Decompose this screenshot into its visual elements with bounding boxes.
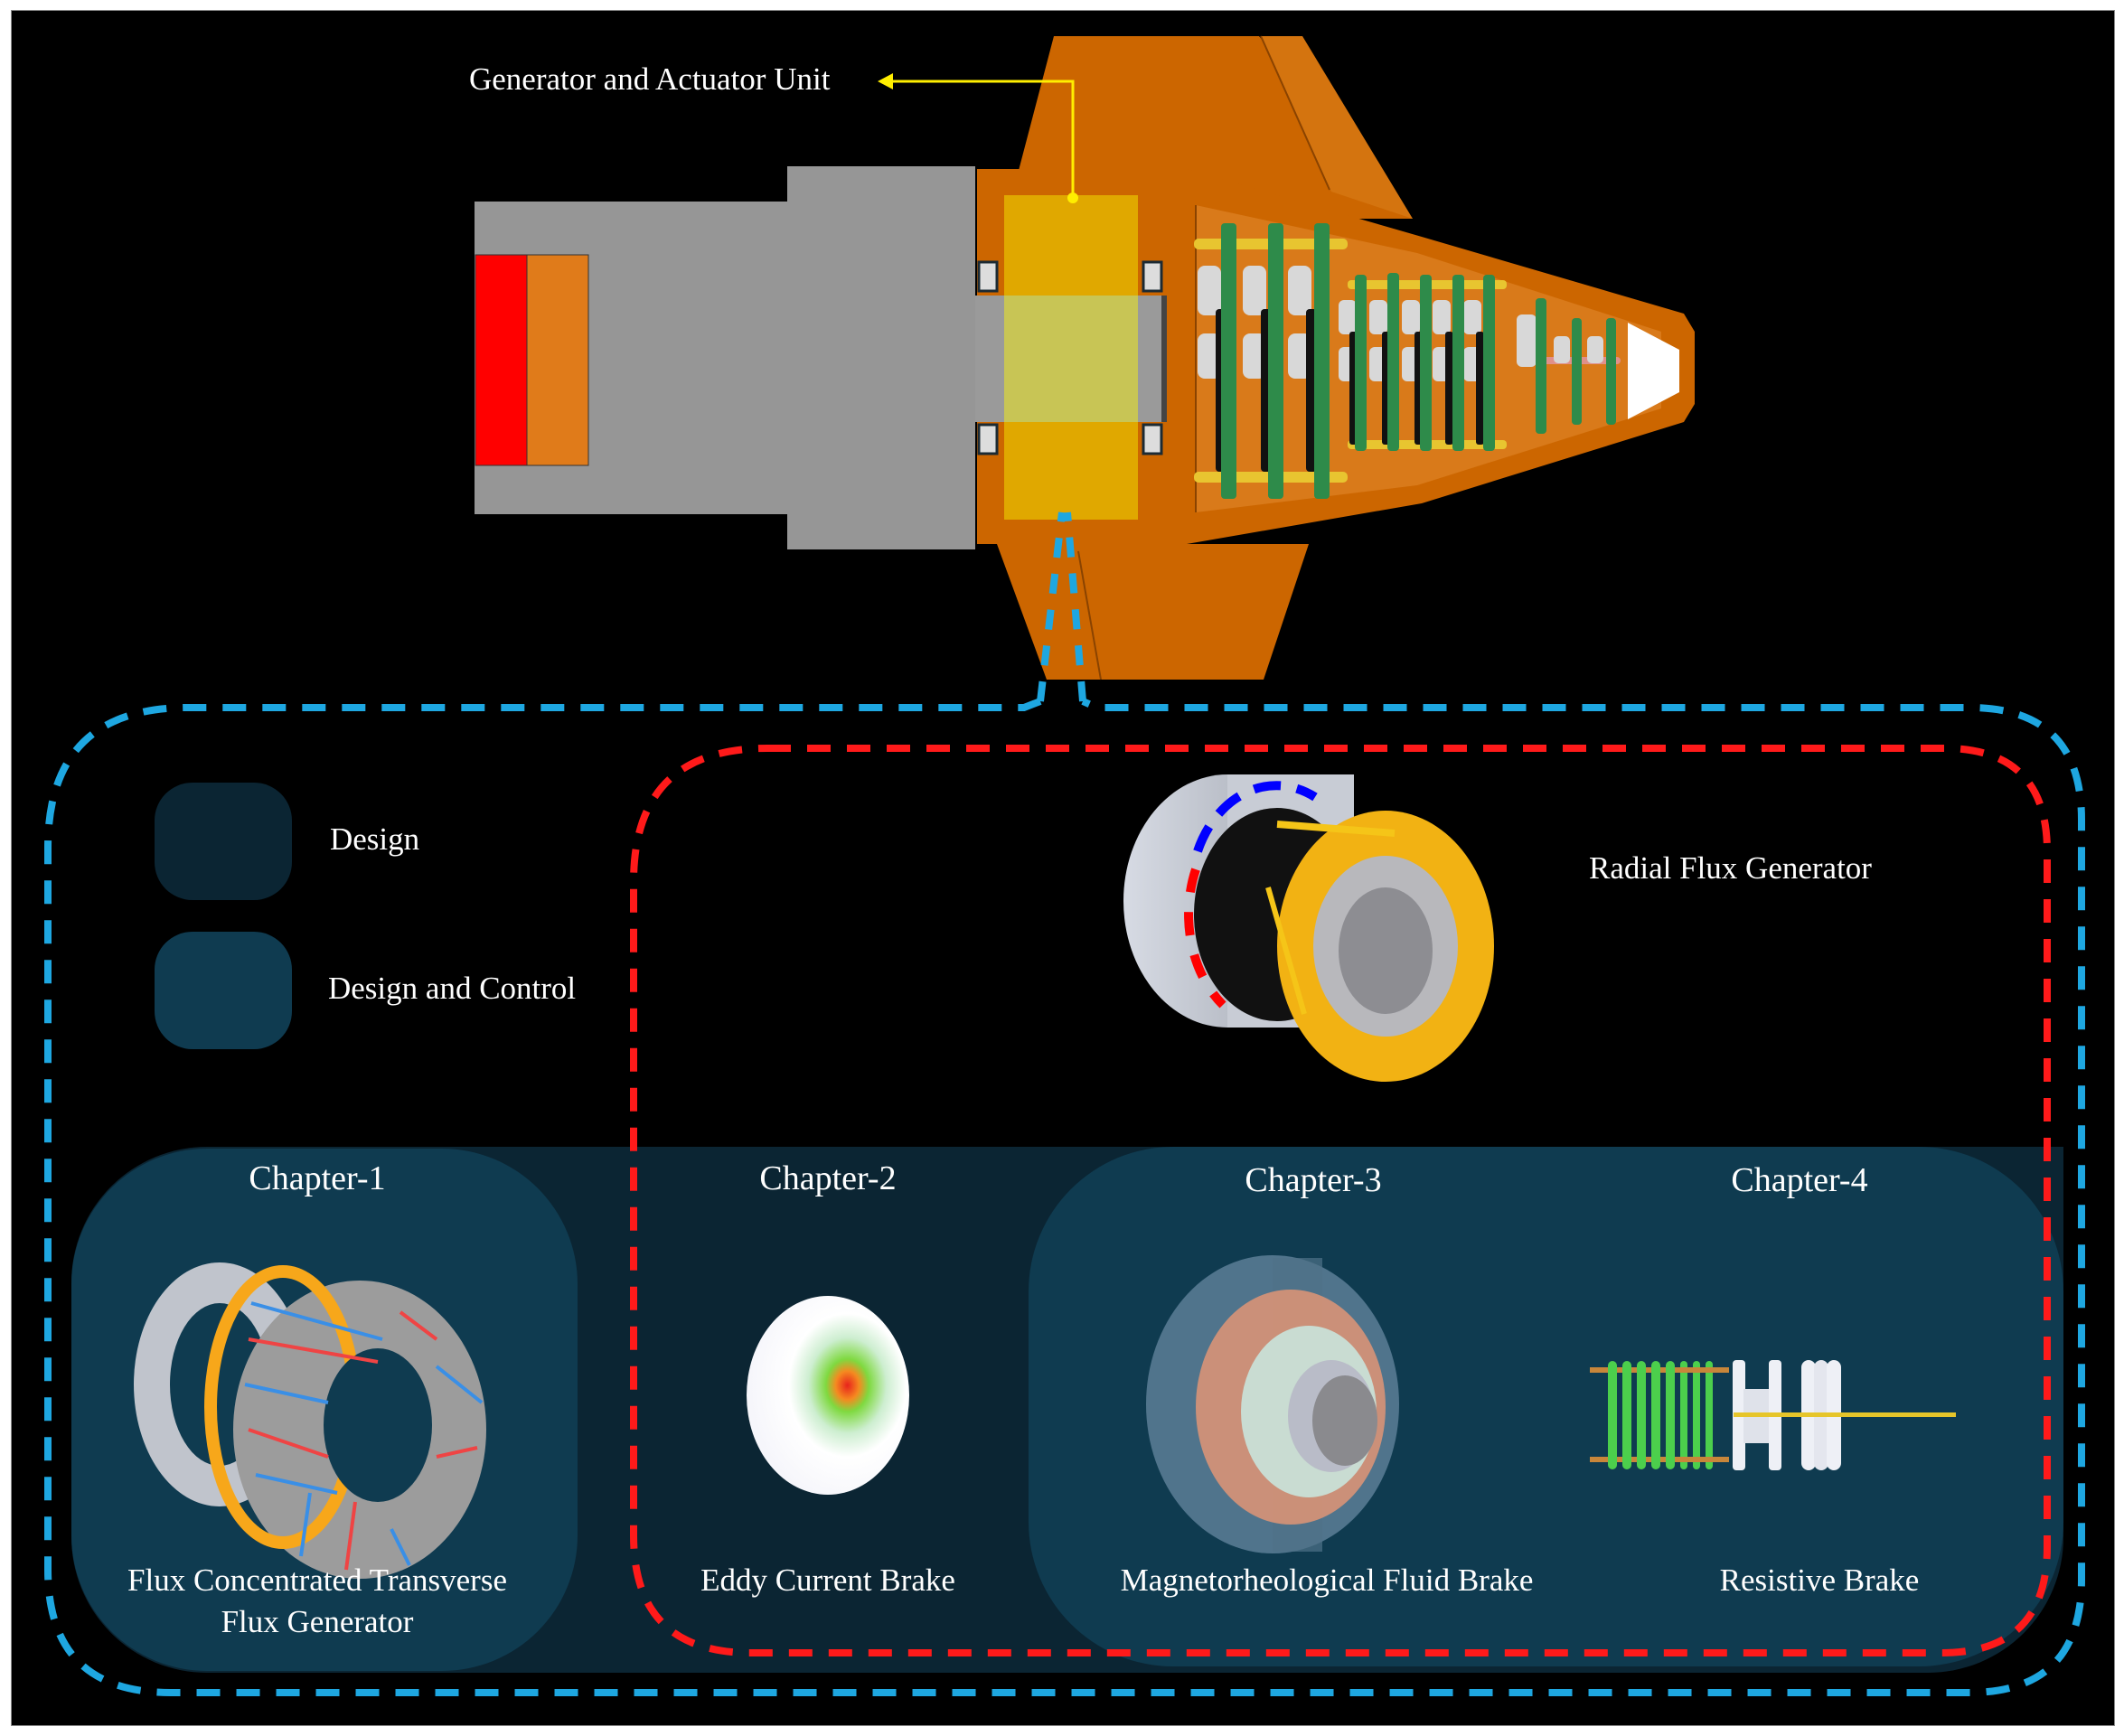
- bearing: [977, 423, 999, 455]
- chapter-4-caption: Resistive Brake: [1719, 1562, 1920, 1598]
- diagram-canvas: Generator and Actuator Unit Design Desig…: [11, 10, 2115, 1726]
- grouping-outlines: [44, 511, 2085, 1696]
- nose-window: [1628, 323, 1679, 419]
- pcb-boards: [1221, 223, 1616, 499]
- outer-dashed-connector-right: [1064, 511, 1086, 702]
- outer-dashed-connector-left: [1037, 511, 1066, 702]
- callout-anchor-dot: [1067, 192, 1078, 203]
- red-block: [475, 254, 528, 466]
- outer-dashed-boundary: [44, 698, 2085, 1696]
- legend-swatch-design-control: [155, 932, 292, 1049]
- chapter-3-title: Chapter-3: [1245, 1161, 1382, 1199]
- legend-swatch-design: [155, 783, 292, 900]
- component-illustrations: [134, 774, 1956, 1579]
- radial-flux-generator-label: Radial Flux Generator: [1589, 850, 1872, 886]
- housing-step: [787, 166, 975, 549]
- inner-dashed-boundary: [630, 745, 2051, 1656]
- chapter-1-caption-line2: Flux Generator: [221, 1604, 414, 1639]
- callout-arrow-line: [891, 80, 1075, 198]
- eddy-current-field-plot: [747, 1296, 909, 1495]
- radial-flux-generator-illustration: [1123, 774, 1494, 1082]
- legend-label-design-control: Design and Control: [328, 971, 577, 1006]
- transverse-flux-generator-illustration: [134, 1262, 486, 1579]
- resistive-brake-illustration: [1590, 1360, 1956, 1470]
- legend-label-design: Design: [330, 821, 420, 857]
- chapter-2-title: Chapter-2: [759, 1159, 897, 1197]
- bearing: [1142, 423, 1163, 455]
- chapter-3-caption: Magnetorheological Fluid Brake: [1120, 1562, 1534, 1598]
- device-illustration: [475, 35, 1695, 680]
- chapter-1-caption-line1: Flux Concentrated Transverse: [127, 1562, 507, 1598]
- bearing: [1142, 260, 1163, 293]
- callout-label: Generator and Actuator Unit: [469, 61, 831, 97]
- generator-unit-core: [1004, 296, 1138, 422]
- chapter-1-title: Chapter-1: [249, 1159, 386, 1197]
- orange-block: [526, 254, 589, 466]
- mr-fluid-brake-illustration: [1146, 1255, 1399, 1553]
- capacitor-group: [1198, 266, 1603, 381]
- bearing: [977, 260, 999, 293]
- callout-arrowhead: [878, 73, 893, 89]
- upper-fin-highlight: [1261, 36, 1413, 219]
- chapter-4-title: Chapter-4: [1731, 1161, 1868, 1199]
- chapter-2-caption: Eddy Current Brake: [700, 1562, 955, 1598]
